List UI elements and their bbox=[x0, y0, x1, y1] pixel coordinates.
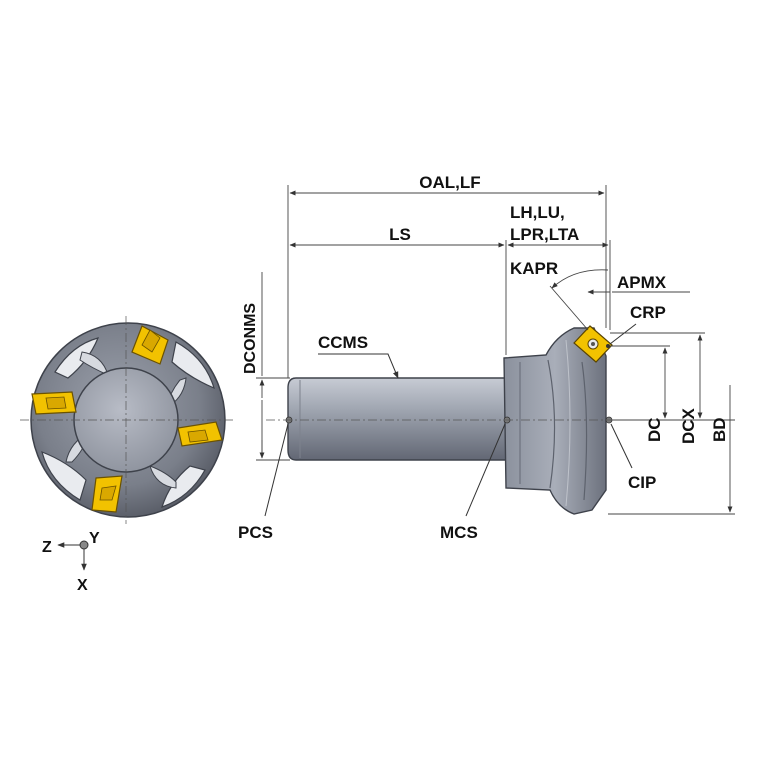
label-cip: CIP bbox=[628, 473, 656, 492]
side-view bbox=[266, 325, 624, 515]
crp-point bbox=[606, 344, 610, 348]
side-insert bbox=[573, 325, 613, 363]
flute-pockets bbox=[41, 337, 215, 508]
label-apmx: APMX bbox=[617, 273, 667, 292]
label-dc: DC bbox=[645, 417, 664, 442]
label-mcs: MCS bbox=[440, 523, 478, 542]
label-crp: CRP bbox=[630, 303, 666, 322]
label-ccms: CCMS bbox=[318, 333, 368, 352]
label-lpr-lta: LPR,LTA bbox=[510, 225, 579, 244]
label-oal-lf: OAL,LF bbox=[419, 173, 480, 192]
label-dcx: DCX bbox=[679, 407, 698, 444]
label-dconms: DCONMS bbox=[242, 303, 259, 374]
axis-label-y: Y bbox=[89, 530, 100, 547]
insert-left bbox=[31, 391, 77, 415]
insert-top bbox=[131, 325, 169, 365]
dimensions: OAL,LF LS LH,LU, LPR,LTA KAPR APMX CRP D… bbox=[238, 173, 735, 542]
label-bd: BD bbox=[710, 417, 729, 442]
shank bbox=[287, 377, 509, 461]
end-view bbox=[20, 316, 236, 524]
label-kapr: KAPR bbox=[510, 259, 558, 278]
axis-label-x: X bbox=[77, 577, 88, 594]
axis-label-z: Z bbox=[42, 539, 52, 556]
axis-symbol: Z Y X bbox=[42, 530, 100, 594]
insert-right bbox=[177, 421, 223, 447]
label-ls: LS bbox=[389, 225, 411, 244]
label-lh-lu: LH,LU, bbox=[510, 203, 565, 222]
label-pcs: PCS bbox=[238, 523, 273, 542]
insert-bottom bbox=[91, 475, 123, 513]
